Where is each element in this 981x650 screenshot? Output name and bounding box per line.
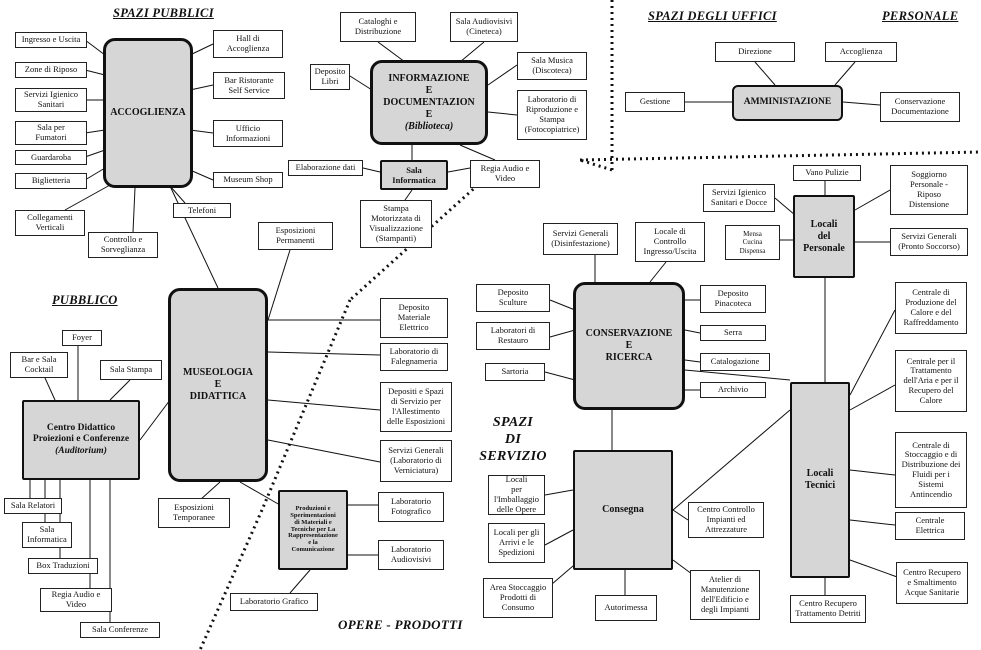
hub-centro-didattico-subtitle: (Auditorium) xyxy=(55,445,107,456)
box-accoglienza-uffici[interactable]: Accoglienza xyxy=(825,42,897,62)
box-collegamenti-verticali[interactable]: Collegamenti Verticali xyxy=(15,210,85,236)
box-sala-audiovisivi[interactable]: Sala Audiovisivi (Cineteca) xyxy=(450,12,518,42)
hub-consegna[interactable]: Consegna xyxy=(573,450,673,570)
box-stampa-motorizzata[interactable]: Stampa Motorizzata di Visualizzazione (S… xyxy=(360,200,432,248)
box-servizi-igienico-sanitari[interactable]: Servizi Igienico Sanitari xyxy=(15,88,87,112)
box-elaborazione-dati[interactable]: Elaborazione dati xyxy=(288,160,363,176)
box-deposito-materiale-elettrico[interactable]: Deposito Materiale Elettrico xyxy=(380,298,448,338)
box-regia-audio-video-bottom[interactable]: Regia Audio e Video xyxy=(40,588,112,612)
box-centro-recupero-detriti[interactable]: Centro Recupero Trattamento Detriti xyxy=(790,595,866,623)
box-bar-sala-cocktail[interactable]: Bar e Sala Cocktail xyxy=(10,352,68,378)
box-sala-musica[interactable]: Sala Musica (Discoteca) xyxy=(517,52,587,80)
box-centrale-fluidi[interactable]: Centrale di Stoccaggio e di Distribuzion… xyxy=(895,432,967,508)
box-deposito-libri[interactable]: Deposito Libri xyxy=(310,64,350,90)
box-serra[interactable]: Serra xyxy=(700,325,766,341)
hub-centro-didattico[interactable]: Centro Didattico Proiezioni e Conferenze… xyxy=(22,400,140,480)
box-telefoni[interactable]: Telefoni xyxy=(173,203,231,218)
box-laboratori-restauro[interactable]: Laboratori di Restauro xyxy=(476,322,550,350)
hub-informazione-documentazione[interactable]: INFORMAZIONE E DOCUMENTAZION E (Bibliote… xyxy=(370,60,488,145)
heading-personale: PERSONALE xyxy=(882,9,959,23)
box-centrale-elettrica[interactable]: Centrale Elettrica xyxy=(895,512,965,540)
box-foyer[interactable]: Foyer xyxy=(62,330,102,346)
box-locali-imballaggio[interactable]: Locali per l'Imballaggio delle Opere xyxy=(488,475,545,515)
box-direzione[interactable]: Direzione xyxy=(715,42,795,62)
box-centrale-aria[interactable]: Centrale per il Trattamento dell'Aria e … xyxy=(895,350,967,412)
hub-locali-tecnici[interactable]: Locali Tecnici xyxy=(790,382,850,578)
box-sala-relatori[interactable]: Sala Relatori xyxy=(4,498,62,514)
box-sala-informatica-small[interactable]: Sala Informatica xyxy=(22,522,72,548)
hub-conservazione-ricerca[interactable]: CONSERVAZIONE E RICERCA xyxy=(573,282,685,410)
heading-spazi-servizio: SPAZI DI SERVIZIO xyxy=(479,415,547,464)
box-centrale-calore[interactable]: Centrale di Produzione del Calore e del … xyxy=(895,282,967,334)
box-servizi-igienico-docce[interactable]: Servizi Igienico Sanitari e Docce xyxy=(703,184,775,212)
box-autorimessa[interactable]: Autorimessa xyxy=(595,595,657,621)
box-hall-accoglienza[interactable]: Hall di Accoglienza xyxy=(213,30,283,58)
box-archivio[interactable]: Archivio xyxy=(700,382,766,398)
box-ufficio-informazioni[interactable]: Ufficio Informazioni xyxy=(213,120,283,147)
box-guardaroba[interactable]: Guardaroba xyxy=(15,150,87,165)
heading-opere-prodotti: OPERE - PRODOTTI xyxy=(338,617,463,632)
box-catalogazione[interactable]: Catalogazione xyxy=(700,353,770,371)
box-centro-controllo-impianti[interactable]: Centro Controllo Impianti ed Attrezzatur… xyxy=(688,502,764,538)
box-museum-shop[interactable]: Museum Shop xyxy=(213,172,283,188)
box-locale-controllo[interactable]: Locale di Controllo Ingresso/Uscita xyxy=(635,222,705,262)
box-bar-ristorante[interactable]: Bar Ristorante Self Service xyxy=(213,72,285,99)
box-ingresso-uscita[interactable]: Ingresso e Uscita xyxy=(15,32,87,48)
heading-spazi-uffici: SPAZI DEGLI UFFICI xyxy=(648,9,777,23)
box-locali-arrivi[interactable]: Locali per gli Arrivi e le Spedizioni xyxy=(488,523,545,563)
heading-spazi-pubblici: SPAZI PUBBLICI xyxy=(113,6,214,20)
box-zone-riposo[interactable]: Zone di Riposo xyxy=(15,62,87,78)
box-sala-stampa[interactable]: Sala Stampa xyxy=(100,360,162,380)
box-area-stoccaggio[interactable]: Area Stoccaggio Prodotti di Consumo xyxy=(483,578,553,618)
box-biglietteria[interactable]: Biglietteria xyxy=(15,173,87,189)
hub-locali-personale[interactable]: Locali del Personale xyxy=(793,195,855,278)
box-depositi-allestimento[interactable]: Depositi e Spazi di Servizio per l'Alles… xyxy=(380,382,452,432)
box-atelier-manutenzione[interactable]: Atelier di Manutenzione dell'Edificio e … xyxy=(690,570,760,620)
hub-centro-didattico-title: Centro Didattico Proiezioni e Conferenze xyxy=(32,422,130,445)
hub-produzioni-sperimentazioni[interactable]: Produzioni e Sperimentazioni di Material… xyxy=(278,490,348,570)
box-sala-fumatori[interactable]: Sala per Fumatori xyxy=(15,121,87,145)
box-esposizioni-temporanee[interactable]: Esposizioni Temporanee xyxy=(158,498,230,528)
box-centro-recupero-acque[interactable]: Centro Recupero e Smaltimento Acque Sani… xyxy=(896,562,968,604)
hub-informazione-title: INFORMAZIONE E DOCUMENTAZION E xyxy=(383,72,475,120)
box-mensa-cucina[interactable]: Mensa Cucina Dispensa xyxy=(725,225,780,260)
box-conservazione-documentazione[interactable]: Conservazione Documentazione xyxy=(880,92,960,122)
box-servizi-generali-pronto-soccorso[interactable]: Servizi Generali (Pronto Soccorso) xyxy=(890,228,968,256)
hub-informazione-subtitle: (Biblioteca) xyxy=(404,120,454,132)
box-deposito-sculture[interactable]: Deposito Sculture xyxy=(476,284,550,312)
hub-accoglienza[interactable]: ACCOGLIENZA xyxy=(103,38,193,188)
box-vano-pulizie[interactable]: Vano Pulizie xyxy=(793,165,861,181)
box-controllo-sorveglianza[interactable]: Controllo e Sorveglianza xyxy=(88,232,158,258)
box-regia-audio-video-top[interactable]: Regia Audio e Video xyxy=(470,160,540,188)
box-laboratorio-falegnameria[interactable]: Laboratorio di Falegnameria xyxy=(380,343,448,371)
box-esposizioni-permanenti[interactable]: Esposizioni Permanenti xyxy=(258,222,333,250)
box-box-traduzioni[interactable]: Box Traduzioni xyxy=(28,558,98,574)
hub-amministrazione[interactable]: AMMINISTAZIONE xyxy=(732,85,843,121)
box-laboratorio-audiovisivi[interactable]: Laboratorio Audiovisivi xyxy=(378,540,444,570)
box-servizi-generali-verniciatura[interactable]: Servizi Generali (Laboratorio di Vernici… xyxy=(380,440,452,482)
box-cataloghi-distribuzione[interactable]: Cataloghi e Distribuzione xyxy=(340,12,416,42)
box-gestione[interactable]: Gestione xyxy=(625,92,685,112)
box-laboratorio-riproduzione[interactable]: Laboratorio di Riproduzione e Stampa (Fo… xyxy=(517,90,587,140)
hub-museologia-didattica[interactable]: MUSEOLOGIA E DIDATTICA xyxy=(168,288,268,482)
box-servizi-generali-disinfestazione[interactable]: Servizi Generali (Disinfestazione) xyxy=(543,223,618,255)
box-laboratorio-grafico[interactable]: Laboratorio Grafico xyxy=(230,593,318,611)
box-laboratorio-fotografico[interactable]: Laboratorio Fotografico xyxy=(378,492,444,522)
box-soggiorno-personale[interactable]: Soggiorno Personale - Riposo Distensione xyxy=(890,165,968,215)
hub-sala-informatica[interactable]: Sala Informatica xyxy=(380,160,448,190)
box-sala-conferenze[interactable]: Sala Conferenze xyxy=(80,622,160,638)
box-sartoria[interactable]: Sartoria xyxy=(485,363,545,381)
box-deposito-pinacoteca[interactable]: Deposito Pinacoteca xyxy=(700,285,766,313)
heading-pubblico: PUBBLICO xyxy=(52,293,118,307)
